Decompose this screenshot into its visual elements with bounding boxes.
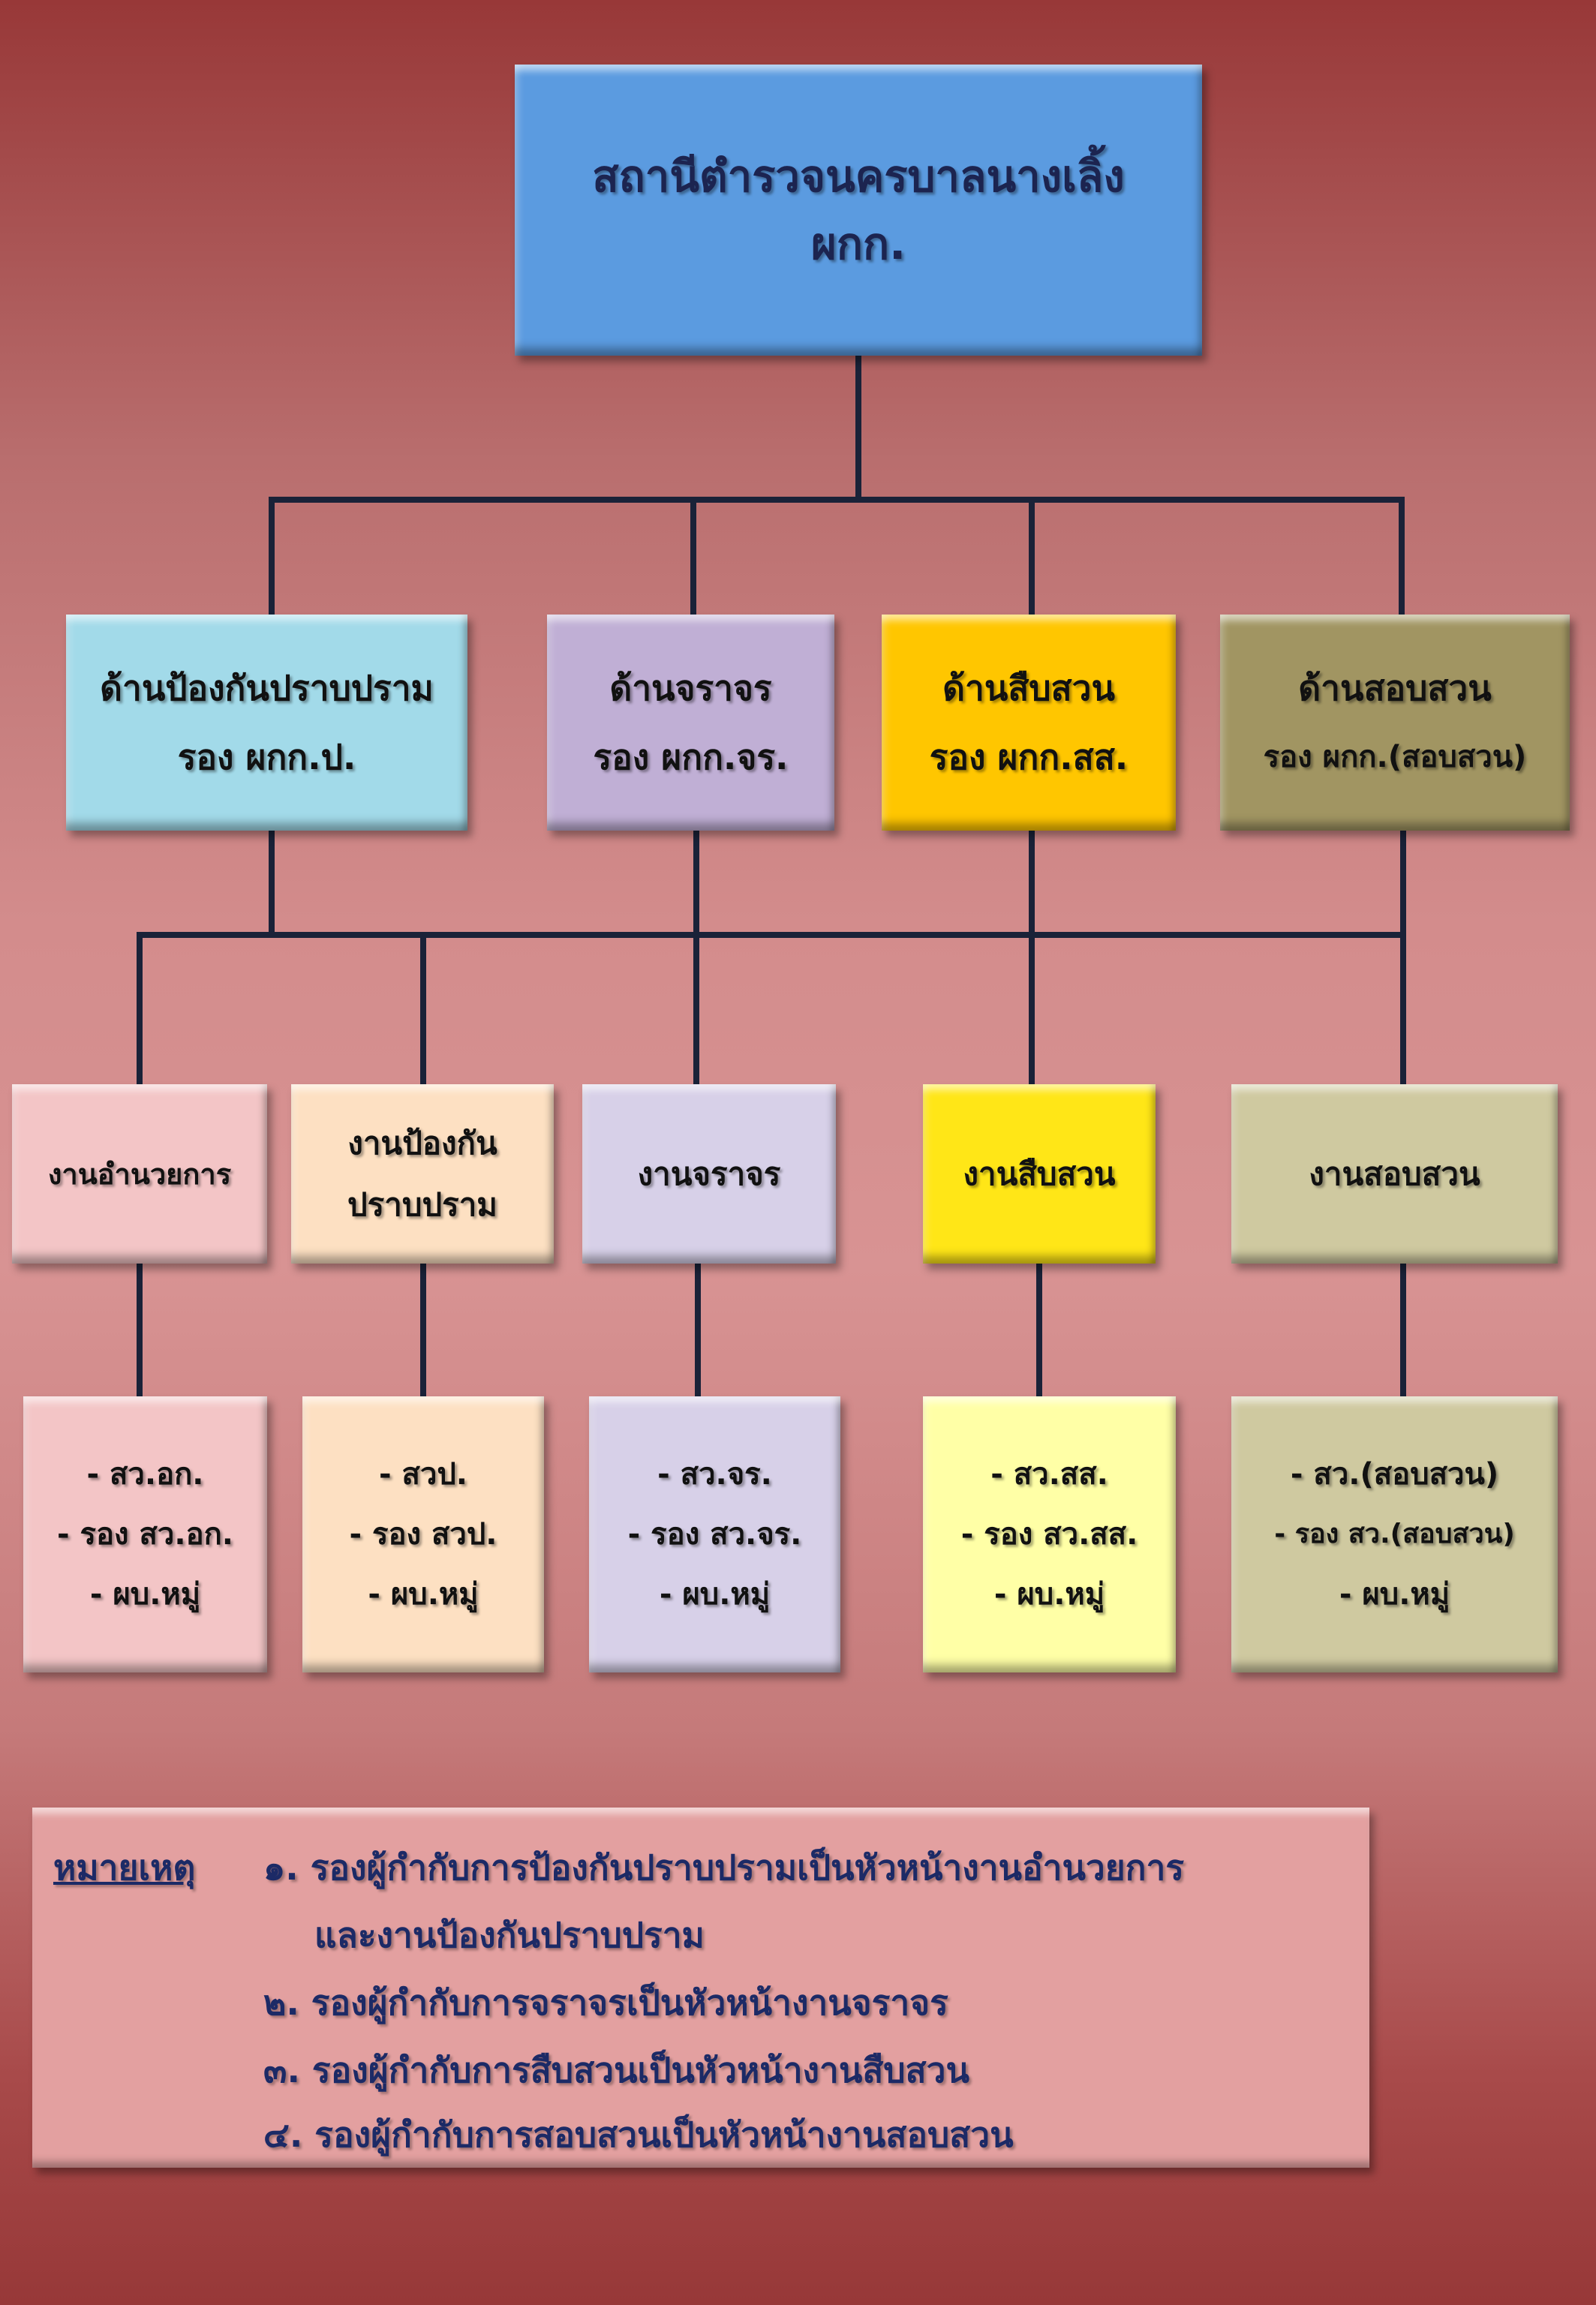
staff-line: - รอง สว.(สอบสวน)	[1274, 1519, 1515, 1549]
connector	[1029, 497, 1035, 615]
unit-node: งานอำนวยการ	[12, 1084, 267, 1264]
root-subtitle: ผกก.	[810, 218, 906, 269]
connector-level2-bar	[269, 497, 1405, 503]
division-node-prevention: ด้านป้องกันปราบปราม รอง ผกก.ป.	[66, 615, 467, 831]
note-item: ๒. รองผู้กำกับการจราจรเป็นหัวหน้างานจราจ…	[263, 1982, 948, 2023]
staff-line: - สว.จร.	[657, 1457, 772, 1492]
unit-title: งานจราจร	[637, 1155, 781, 1192]
connector	[1400, 1264, 1406, 1396]
notes-label: หมายเหตุ	[53, 1847, 196, 1888]
division-title: ด้านสืบสวน	[942, 668, 1115, 708]
division-head: รอง ผกก.สส.	[929, 737, 1129, 777]
staff-line: - รอง สวป.	[349, 1517, 497, 1552]
unit-node: งานสอบสวน	[1231, 1084, 1558, 1264]
unit-node: งานจราจร	[582, 1084, 836, 1264]
connector	[1036, 1264, 1042, 1396]
connector	[695, 1264, 701, 1396]
staff-line: - รอง สว.จร.	[627, 1517, 802, 1552]
staff-node: - สวป. - รอง สวป. - ผบ.หมู่	[302, 1396, 544, 1672]
notes-panel: หมายเหตุ ๑. รองผู้กำกับการป้องกันปราบปรา…	[32, 1808, 1369, 2168]
root-title: สถานีตำรวจนครบาลนางเลิ้ง	[592, 151, 1125, 202]
staff-line: - ผบ.หมู่	[1339, 1577, 1450, 1612]
connector	[137, 932, 143, 1084]
division-head: รอง ผกก.จร.	[593, 737, 789, 777]
staff-line: - รอง สว.สส.	[960, 1517, 1138, 1552]
connector	[269, 831, 275, 936]
division-node-traffic: ด้านจราจร รอง ผกก.จร.	[547, 615, 834, 831]
staff-line: - สว.อก.	[86, 1457, 204, 1492]
note-item: ๑. รองผู้กำกับการป้องกันปราบปรามเป็นหัวห…	[263, 1847, 1185, 1888]
connector	[693, 831, 699, 1084]
connector-root	[855, 356, 861, 503]
root-node: สถานีตำรวจนครบาลนางเลิ้ง ผกก.	[515, 65, 1202, 356]
staff-line: - สว.(สอบสวน)	[1290, 1457, 1499, 1492]
division-title: ด้านสอบสวน	[1298, 668, 1492, 708]
division-title: ด้านป้องกันปราบปราม	[100, 668, 434, 708]
staff-line: - สว.สส.	[990, 1457, 1108, 1492]
staff-line: - ผบ.หมู่	[659, 1577, 771, 1612]
connector-level3-bar	[137, 932, 1406, 938]
staff-line: - ผบ.หมู่	[993, 1577, 1105, 1612]
unit-node: งานป้องกัน ปราบปราม	[291, 1084, 554, 1264]
division-node-investigation: ด้านสืบสวน รอง ผกก.สส.	[882, 615, 1176, 831]
staff-node: - สว.(สอบสวน) - รอง สว.(สอบสวน) - ผบ.หมู…	[1231, 1396, 1558, 1672]
staff-line: - ผบ.หมู่	[368, 1577, 479, 1612]
note-item-continuation: และงานป้องกันปราบปราม	[314, 1915, 705, 1955]
note-item: ๓. รองผู้กำกับการสืบสวนเป็นหัวหน้างานสืบ…	[263, 2050, 969, 2090]
staff-node: - สว.อก. - รอง สว.อก. - ผบ.หมู่	[23, 1396, 267, 1672]
connector	[1029, 831, 1035, 1084]
division-head: รอง ผกก.ป.	[177, 737, 356, 777]
unit-title: งานสืบสวน	[963, 1155, 1116, 1192]
division-node-inquiry: ด้านสอบสวน รอง ผกก.(สอบสวน)	[1220, 615, 1570, 831]
staff-node: - สว.สส. - รอง สว.สส. - ผบ.หมู่	[923, 1396, 1176, 1672]
division-head: รอง ผกก.(สอบสวน)	[1263, 740, 1527, 774]
division-title: ด้านจราจร	[609, 668, 772, 708]
unit-title-line2: ปราบปราม	[347, 1186, 497, 1223]
staff-node: - สว.จร. - รอง สว.จร. - ผบ.หมู่	[589, 1396, 840, 1672]
connector	[420, 932, 426, 1084]
staff-line: - สวป.	[379, 1457, 467, 1492]
staff-line: - ผบ.หมู่	[89, 1577, 201, 1612]
connector	[420, 1264, 426, 1396]
connector	[269, 497, 275, 615]
unit-title: งานสอบสวน	[1309, 1155, 1480, 1192]
unit-title: งานอำนวยการ	[47, 1157, 232, 1191]
connector	[690, 497, 696, 615]
connector	[1400, 831, 1406, 1084]
unit-node: งานสืบสวน	[923, 1084, 1156, 1264]
staff-line: - รอง สว.อก.	[57, 1517, 233, 1552]
note-item: ๔. รองผู้กำกับการสอบสวนเป็นหัวหน้างานสอบ…	[263, 2114, 1014, 2155]
connector	[137, 1264, 143, 1396]
unit-title: งานป้องกัน	[347, 1124, 497, 1162]
connector	[1399, 497, 1405, 615]
